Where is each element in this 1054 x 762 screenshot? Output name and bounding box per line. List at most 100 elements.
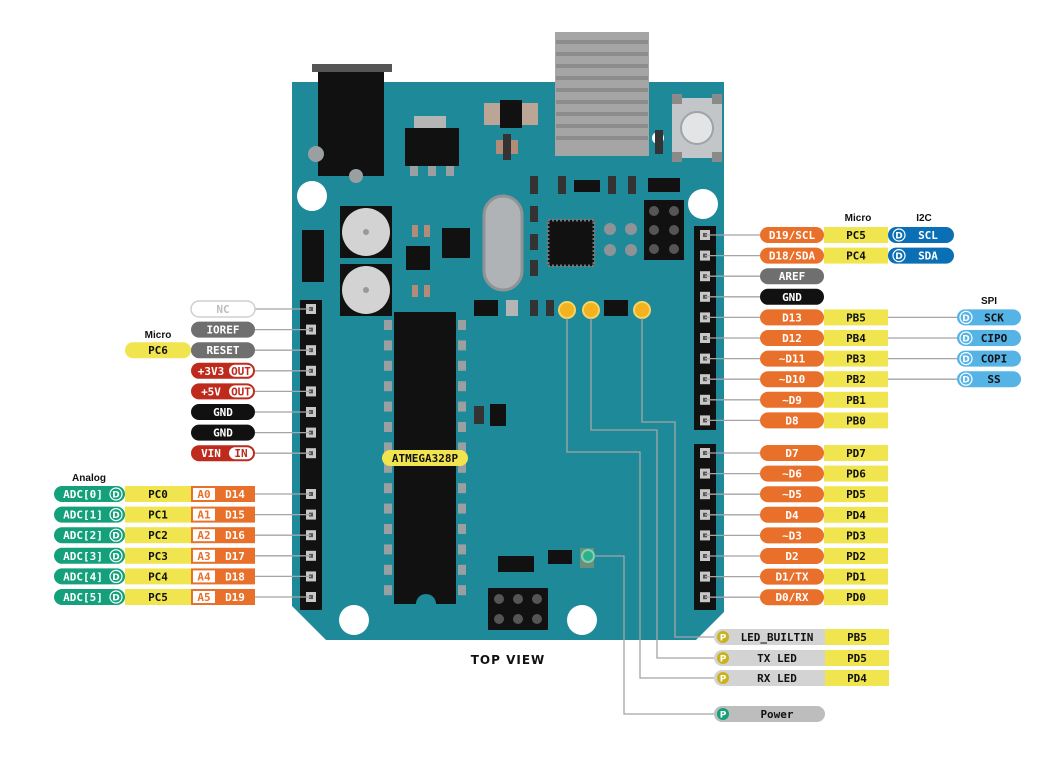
right-port-0: PC5 xyxy=(824,227,888,243)
right-port-1: PC4 xyxy=(824,247,888,264)
chip-pin xyxy=(384,544,392,555)
right-digital-1: ~D6 xyxy=(760,465,824,482)
chip-label: ATMEGA328P xyxy=(382,450,468,466)
chip-pin xyxy=(384,340,392,351)
mounting-hole xyxy=(339,605,369,635)
right-pin-2-bg xyxy=(760,268,824,285)
pin-label-2-bg xyxy=(191,342,255,359)
right-digital-port-6-text: PD1 xyxy=(846,571,866,584)
right-port-5-bg xyxy=(824,330,888,346)
pin-label-6: GND xyxy=(191,424,255,441)
pin-tag xyxy=(229,364,253,377)
right-pin-5-text: D12 xyxy=(782,332,802,345)
analog-badge-2-glyph: D xyxy=(112,532,119,542)
right-pin-1-bg xyxy=(760,247,824,264)
chip-pins xyxy=(384,320,466,596)
right-port-1-bg xyxy=(824,247,888,264)
analog-port-4-text: PC4 xyxy=(148,570,168,583)
chip-pin xyxy=(458,585,466,596)
pin-tag xyxy=(229,385,253,398)
right-digital-1-bg xyxy=(760,465,824,482)
right-digital-4-bg xyxy=(760,527,824,544)
spi-6: COPI xyxy=(957,350,1021,367)
right-port-7-bg xyxy=(824,371,888,388)
right-digital-port-3-text: PD4 xyxy=(846,509,866,522)
right-port-0-bg xyxy=(824,227,888,243)
right-port-6-text: PB3 xyxy=(846,353,866,366)
spi-6-bg xyxy=(957,350,1021,367)
pin-label-2: RESET xyxy=(191,342,255,359)
led-label-1-text: TX LED xyxy=(757,652,797,665)
right-digital-port-4: PD3 xyxy=(824,527,888,544)
right-digital-port-7: PD0 xyxy=(824,589,888,606)
analog-port-5-text: PC5 xyxy=(148,591,168,604)
spi-5: CIPO xyxy=(957,330,1021,346)
led-port-1-bg xyxy=(825,650,889,666)
right-digital-2-text: ~D5 xyxy=(782,488,802,501)
right-pin-6-bg xyxy=(760,350,824,367)
spi-5-text: CIPO xyxy=(981,332,1008,345)
right-port-9: PB0 xyxy=(824,412,888,429)
analog-a-text: A5 xyxy=(197,591,210,604)
led-power xyxy=(581,549,595,563)
analog-badge-3-glyph: D xyxy=(112,552,119,562)
chip-pin xyxy=(458,483,466,494)
board xyxy=(292,32,724,640)
right-port-5-text: PB4 xyxy=(846,332,866,345)
right-pin-0-bg xyxy=(760,227,824,243)
pin-label-5-bg xyxy=(191,404,255,420)
chip-pin xyxy=(458,360,466,371)
i2c-1-bg xyxy=(888,247,954,264)
power-led-icon-glyph: P xyxy=(720,711,727,721)
right-digital-0-text: D7 xyxy=(785,447,798,460)
analog-adc-3-bg xyxy=(54,547,125,564)
micro-label-2-text: PC6 xyxy=(148,344,168,357)
spi-badge-4: D xyxy=(959,310,973,324)
i2c-badge-1-glyph: D xyxy=(895,252,902,262)
right-digital-3-bg xyxy=(760,506,824,523)
right-port-4-bg xyxy=(824,309,888,326)
analog-d-2-text: D16 xyxy=(225,529,245,542)
spi-badge-6: D xyxy=(959,352,973,366)
analog-d-1-text: D15 xyxy=(225,509,245,522)
chip-pin xyxy=(384,360,392,371)
right-digital-3: D4 xyxy=(760,506,824,523)
analog-a-text: A4 xyxy=(197,570,211,583)
analog-port-5: PC5 xyxy=(125,589,191,605)
analog-port-1-text: PC1 xyxy=(148,509,168,522)
mounting-hole xyxy=(688,189,718,219)
pin-label-3-text: +3V3 xyxy=(198,365,225,378)
chip-pin xyxy=(458,320,466,330)
spi-badge-6-glyph: D xyxy=(962,355,969,365)
spi-7: SS xyxy=(957,371,1021,388)
pin-label-nc-text: NC xyxy=(216,303,229,316)
right-port-8-text: PB1 xyxy=(846,394,866,407)
pin-label-nc-bg xyxy=(190,300,256,318)
chip-pin xyxy=(458,340,466,351)
chip-pin xyxy=(384,503,392,514)
right-pin-8-text: ~D9 xyxy=(782,394,802,407)
right-port-4: PB5 xyxy=(824,309,888,326)
pin-tag-text: IN xyxy=(234,447,247,460)
right-port-8: PB1 xyxy=(824,391,888,408)
right-pin-0-text: D19/SCL xyxy=(769,229,816,242)
spi-badge-7: D xyxy=(959,372,973,386)
pin-label-2-text: RESET xyxy=(206,344,239,357)
right-port-5: PB4 xyxy=(824,330,888,346)
led-icon-glyph: P xyxy=(720,634,727,644)
right-pin-4-bg xyxy=(760,309,824,326)
analog-port-0-bg xyxy=(125,486,191,502)
right-pin-8-bg xyxy=(760,391,824,408)
right-digital-port-0-bg xyxy=(824,445,888,461)
right-digital-port-1-text: PD6 xyxy=(846,468,866,481)
pin-label-nc: NC xyxy=(190,300,256,318)
